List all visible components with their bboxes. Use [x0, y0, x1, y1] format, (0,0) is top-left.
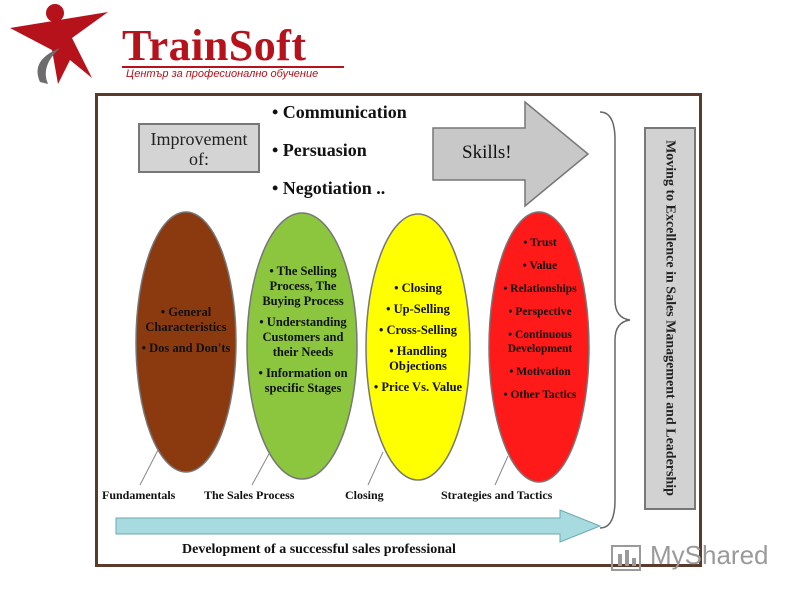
- list-item: • Dos and Don'ts: [141, 341, 231, 355]
- list-item: • Motivation: [509, 366, 571, 378]
- list-item: • Closing: [394, 281, 442, 295]
- caption-fundamentals: Fundamentals: [102, 488, 176, 502]
- list-item: • Handling Objections: [389, 344, 447, 373]
- list-item: • Perspective: [508, 306, 572, 318]
- skills-arrow: [432, 100, 590, 208]
- ellipse-fundamentals-text: • General Characteristics • Dos and Don'…: [136, 305, 236, 362]
- list-item: • The Selling Process, The Buying Proces…: [262, 264, 344, 308]
- list-item: • Continuous Development: [507, 329, 573, 355]
- list-item: • Price Vs. Value: [373, 380, 463, 394]
- ellipse-sales-process: [246, 212, 358, 480]
- ellipse-closing: [365, 213, 471, 481]
- improvement-box: Improvement of:: [138, 123, 260, 173]
- list-item: • Relationships: [503, 283, 577, 295]
- bottom-arrow: [115, 509, 602, 543]
- ellipse-strategies-text: • Trust • Value • Relationships • Perspe…: [494, 236, 586, 411]
- skill-persuasion: • Persuasion: [272, 140, 367, 160]
- excellence-box: [644, 127, 696, 510]
- list-item: • Value: [522, 260, 558, 272]
- list-item: • Cross-Selling: [378, 323, 458, 337]
- logo-swoosh: [37, 48, 60, 84]
- callout-line-4: [494, 455, 509, 486]
- caption-sales-process: The Sales Process: [204, 488, 295, 502]
- list-item: • Trust: [523, 237, 557, 249]
- brand-tagline: Център за професионално обучение: [126, 68, 319, 80]
- logo-figure-body: [10, 12, 108, 84]
- ellipse-closing-text: • Closing • Up-Selling • Cross-Selling •…: [370, 281, 466, 401]
- ellipse-sales-process-text: • The Selling Process, The Buying Proces…: [252, 264, 354, 402]
- excellence-text: Moving to Excellence in Sales Management…: [662, 140, 678, 496]
- trainsoft-logo: [10, 4, 108, 84]
- ellipse-strategies: [488, 211, 590, 483]
- skills-arrow-label: Skills!: [462, 142, 512, 163]
- callout-line-2: [251, 451, 271, 486]
- right-brace: [599, 111, 631, 529]
- list-item: • Up-Selling: [386, 302, 450, 316]
- brand-name: TrainSoft: [122, 21, 307, 70]
- brand-underline: [122, 66, 344, 68]
- logo-figure-head: [46, 4, 64, 22]
- ellipse-fundamentals: [135, 211, 237, 473]
- callout-line-1: [139, 449, 159, 486]
- watermark-icon: [611, 545, 641, 571]
- watermark-text: MyShared: [650, 540, 769, 570]
- callout-line-3: [367, 451, 384, 486]
- list-item: • Information on specific Stages: [258, 366, 348, 395]
- caption-closing: Closing: [345, 488, 384, 502]
- skill-negotiation: • Negotiation ..: [272, 178, 386, 198]
- skill-communication: • Communication: [272, 102, 407, 122]
- caption-strategies: Strategies and Tactics: [441, 488, 553, 502]
- list-item: • General Characteristics: [145, 305, 227, 334]
- list-item: • Understanding Customers and their Need…: [259, 315, 347, 359]
- list-item: • Other Tactics: [503, 389, 577, 401]
- bottom-caption: Development of a successful sales profes…: [182, 542, 456, 557]
